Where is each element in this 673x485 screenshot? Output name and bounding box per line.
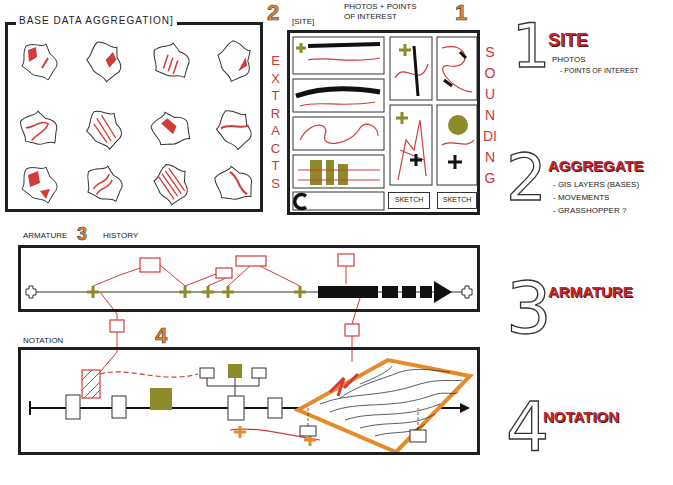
- panel-heading: [SITE]: [290, 17, 316, 27]
- step-numeral: 2: [506, 146, 547, 210]
- step-number: 1: [455, 2, 467, 24]
- step-note: - GIS LAYERS (BASES): [553, 180, 639, 190]
- step-title: AGGREGATE: [548, 157, 644, 175]
- step-title: SITE: [548, 30, 588, 52]
- sketch-label: SKETCH: [443, 196, 471, 204]
- panel-heading: NOTATION: [21, 336, 65, 346]
- sketch-label: SKETCH: [395, 196, 423, 204]
- aggregation-panel: BASE DATA AGGREGATION]2EXTRACTS: [5, 22, 263, 212]
- panel-note: HISTORY: [101, 231, 140, 241]
- site-panel: SKETCHSKETCH[SITE]PHOTOS + POINTS OF INT…: [287, 30, 480, 215]
- step-note: - POINTS OF INTEREST: [560, 67, 639, 75]
- panel-note: PHOTOS + POINTS OF INTEREST: [342, 2, 426, 21]
- notation-timeline: [30, 332, 470, 452]
- vertical-label: EXTRACTS: [269, 52, 282, 192]
- step-number: 3: [77, 225, 87, 243]
- sketch-box: SKETCH: [437, 192, 477, 209]
- sketch-box: SKETCH: [388, 192, 430, 209]
- step-numeral: 4: [506, 394, 549, 462]
- step-note: - MOVEMENTS: [553, 193, 609, 203]
- step-title: ARMATURE: [548, 283, 633, 301]
- vertical-label: SOUNDING: [483, 42, 497, 189]
- step-numeral: 3: [506, 272, 552, 344]
- step-number: 4: [155, 325, 167, 347]
- step-note: PHOTOS: [552, 55, 586, 65]
- step-title: NOTATION: [543, 408, 619, 426]
- site-photo-grid: [293, 37, 477, 210]
- step-numeral: 1: [512, 16, 550, 76]
- armature-timeline: [26, 254, 472, 336]
- step-number: 2: [267, 2, 279, 24]
- site-photo-marks: [295, 43, 474, 209]
- panel-heading: BASE DATA AGGREGATION]: [16, 15, 177, 27]
- armature-panel: ARMATURE3HISTORY: [18, 245, 480, 312]
- extract-blobs: [16, 37, 259, 210]
- step-note: - GRASSHOPPER ?: [553, 206, 626, 216]
- panel-heading: ARMATURE: [21, 231, 69, 241]
- notation-panel: NOTATION4: [18, 347, 480, 455]
